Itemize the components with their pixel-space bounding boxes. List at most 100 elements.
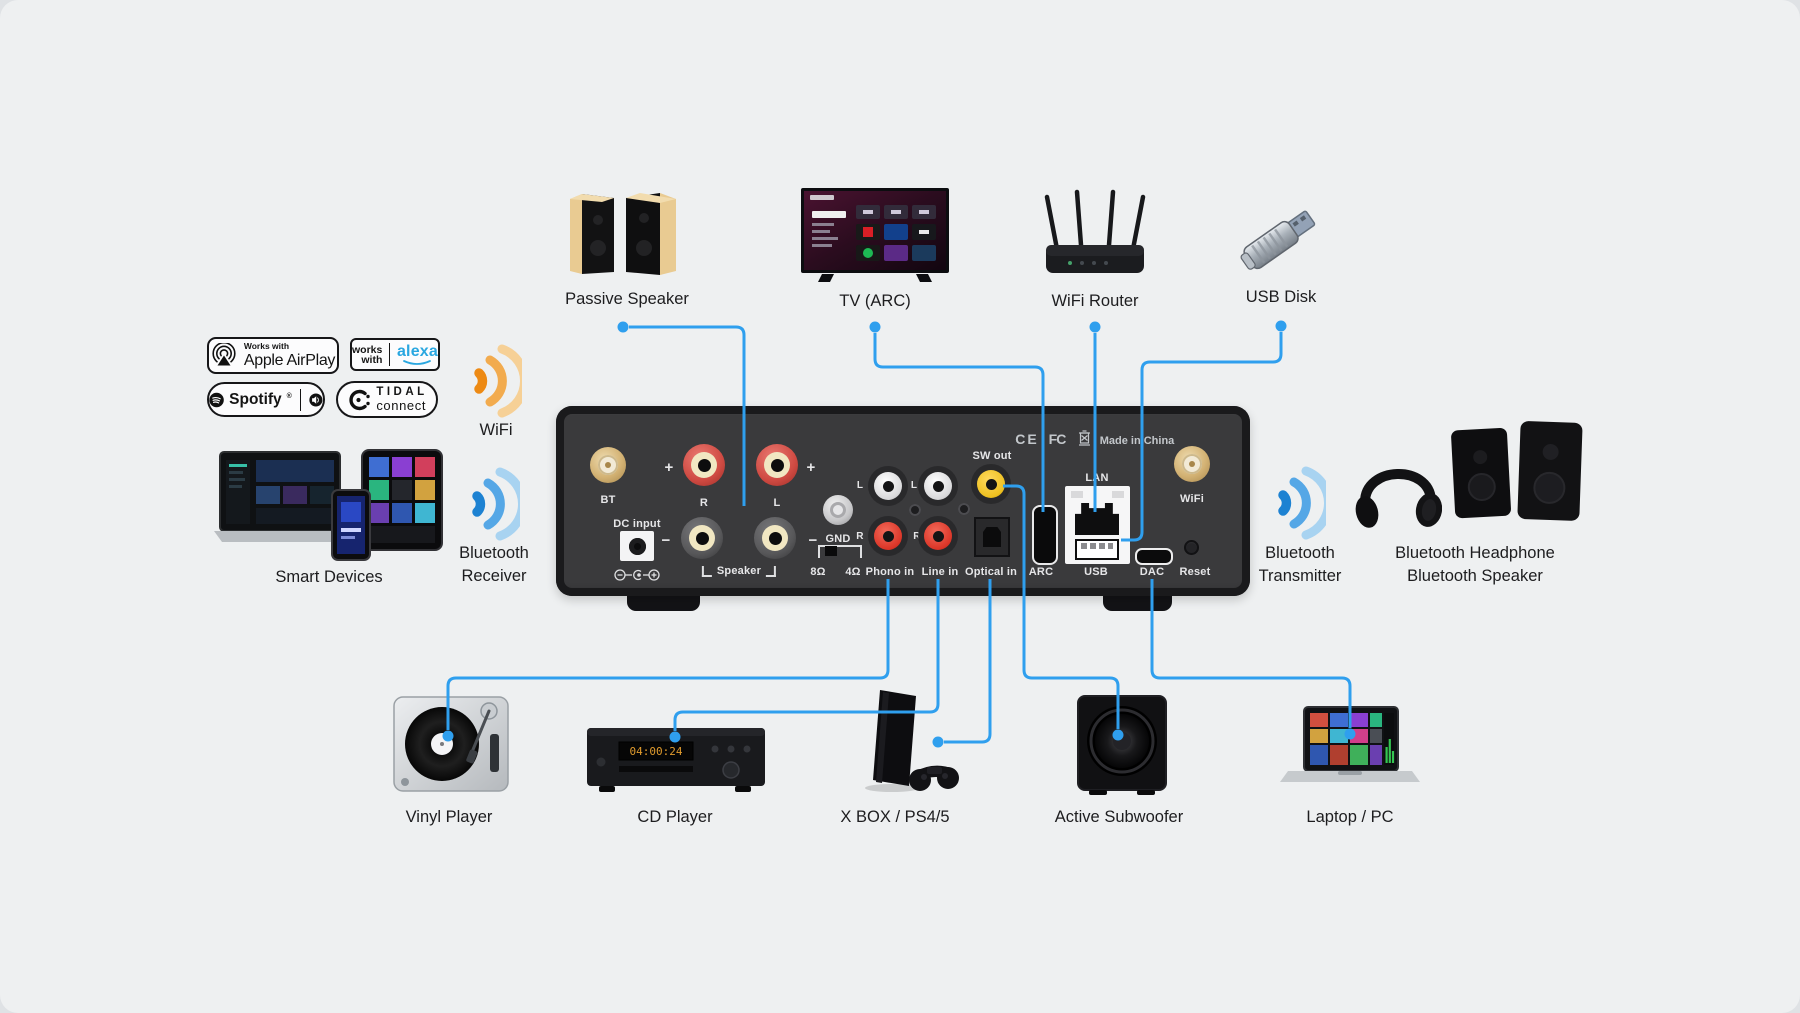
bluetooth-transmitter-waves-icon [1278,466,1326,540]
dac-label: DAC [1139,566,1165,578]
alexa-works: works [352,343,383,356]
game-console-illustration [865,690,959,792]
bluetooth-transmitter-label-1: Bluetooth [1265,544,1335,562]
lan-label: LAN [1085,472,1109,484]
wifi-waves-icon [474,344,522,418]
dac-usb-c-port [1135,548,1173,565]
lan-usb-housing [1065,486,1130,564]
airplay-icon [212,343,236,368]
amp-foot-right [1103,594,1172,611]
speaker-post-r-positive [683,444,725,486]
made-in-china-label: Made in China [1099,435,1175,447]
wifi-antenna-connector [1174,446,1210,482]
speaker-l-plus-sign: + [806,459,816,476]
dc-input-label: DC input [613,518,661,530]
speaker-l-minus-sign: − [808,532,818,549]
laptop-pc-illustration [1280,706,1420,782]
cd-player-display: 04:00:24 [630,745,683,758]
tidal-connect-icon [349,389,371,410]
gnd-label: GND [825,533,851,545]
phono-l-label: L [856,480,864,491]
weee-bin-icon [1079,430,1090,446]
cd-player-illustration: 04:00:24 [587,728,765,792]
spotify-reg-mark: ® [286,393,292,400]
line-in-label: Line in [921,566,959,578]
amp-foot-left [627,594,700,611]
dc-polarity-icon [614,569,660,581]
panel-screw [958,503,970,515]
spotify-brand: Spotify [229,390,282,408]
tidal-brand: TIDAL [376,385,428,398]
line-r-label: R [913,531,921,542]
tv-illustration [801,188,949,282]
speaker-r-plus-sign: + [664,459,674,476]
bluetooth-speaker-label: Bluetooth Speaker [1407,567,1543,585]
optical-in-label: Optical in [964,566,1018,578]
tidal-connect-badge: TIDAL connect [336,381,438,418]
usb-label: USB [1084,566,1108,578]
vinyl-player-illustration [393,696,509,792]
ohm-8-label: 8Ω [810,566,826,578]
speaker-r-minus-sign: − [661,532,671,549]
speaker-post-r-negative [681,517,723,559]
sw-out-label: SW out [972,450,1012,462]
reset-label: Reset [1179,566,1211,578]
line-l-label: L [910,480,918,491]
tv-arc-label: TV (ARC) [839,292,911,310]
gnd-post [823,495,853,525]
spotify-badge: Spotify ® [207,382,325,417]
works-with-alexa-badge: works with alexa [350,338,440,371]
usb-disk-label: USB Disk [1245,288,1317,306]
wifi-label: WiFi [479,421,513,439]
game-console-label: X BOX / PS4/5 [840,808,950,826]
alexa-with: with [361,353,383,366]
arc-label: ARC [1028,566,1054,578]
ohm-4-label: 4Ω [845,566,861,578]
tidal-connect-label: connect [376,398,427,414]
passive-speaker-label: Passive Speaker [565,290,689,308]
amp-wifi-label: WiFi [1180,493,1204,505]
ce-mark: CE [1015,431,1039,447]
bluetooth-transmitter-label-2: Transmitter [1258,567,1342,585]
bluetooth-speaker-illustration [1451,421,1583,521]
vinyl-player-label: Vinyl Player [405,808,493,826]
dc-input-jack [620,531,654,561]
reset-button [1184,540,1199,555]
hdmi-arc-port [1032,505,1058,565]
ethernet-port [1075,503,1119,535]
bt-antenna-label: BT [600,494,616,506]
line-in-l-jack [924,472,952,500]
spotify-icon [209,392,224,407]
fcc-mark: FC [1048,431,1067,447]
laptop-pc-label: Laptop / PC [1306,808,1394,826]
smart-devices-label: Smart Devices [275,568,383,586]
active-subwoofer-label: Active Subwoofer [1054,808,1184,826]
bluetooth-headphone-label: Bluetooth Headphone [1395,544,1555,562]
panel-screw [909,504,921,516]
speaker-post-l-positive [756,444,798,486]
bluetooth-headphone-illustration [1355,469,1442,528]
speaker-l-label: L [773,497,781,509]
phono-in-label: Phono in [865,566,915,578]
works-with-apple-airplay-badge: Works with Apple AirPlay [207,337,339,374]
wifi-router-illustration [1044,189,1146,273]
phono-in-r-jack [874,522,902,550]
sw-out-jack [977,470,1005,498]
speaker-bracket-label: Speaker [701,566,777,577]
speaker-post-l-negative [754,517,796,559]
optical-in-port [974,517,1010,557]
bluetooth-receiver-label-1: Bluetooth [459,544,529,562]
passive-speaker-illustration [570,193,676,275]
phono-r-label: R [856,531,864,542]
amplifier-rear-panel: BT DC input + + R L − − Speaker [556,406,1250,596]
cd-player-label: CD Player [637,808,713,826]
line-in-r-jack [924,522,952,550]
speaker-r-label: R [699,497,709,509]
usb-disk-illustration [1240,210,1316,270]
smart-devices-illustration [214,449,443,561]
bluetooth-receiver-waves-icon [472,467,520,541]
airplay-works-with: Works with [243,341,290,352]
speaker-icon [309,392,323,407]
airplay-brand: Apple AirPlay [243,351,336,369]
